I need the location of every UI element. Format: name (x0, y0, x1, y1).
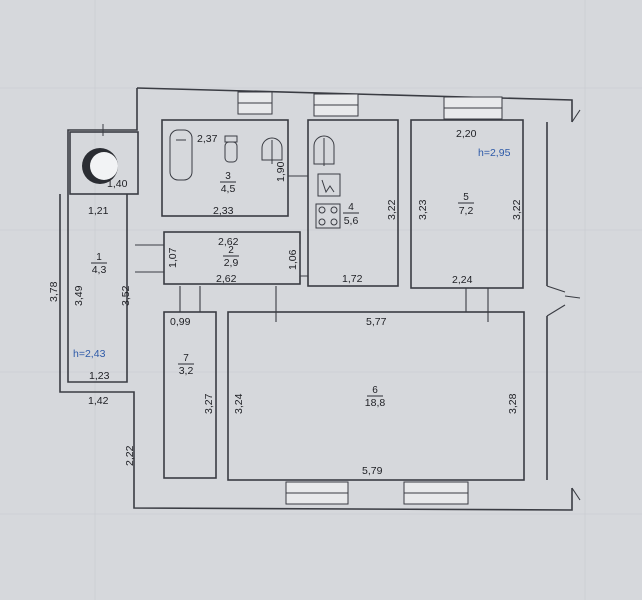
vertical-dimension-labels: 1,90 3,22 3,23 3,22 3,78 3,49 3,52 2,22 … (48, 161, 523, 466)
dimension-label: 1,23 (89, 370, 110, 382)
room-area: 4,3 (92, 264, 107, 276)
room-area: 3,2 (179, 365, 194, 377)
dimension-label: 1,21 (88, 205, 109, 217)
room-number: 4 (348, 202, 354, 213)
windows (237, 91, 503, 505)
room-labels: 3 4,5 4 5,6 5 7,2 1 4,3 2 2,9 7 3,2 6 18… (92, 171, 474, 409)
room-area: 5,6 (344, 215, 359, 227)
room-area: 2,9 (224, 257, 239, 269)
dimension-label: 2,20 (456, 128, 477, 140)
stove-icon (315, 203, 341, 229)
dimension-label: 2,37 (197, 133, 218, 145)
dimension-label: 3,23 (417, 199, 429, 220)
dimension-labels: 2,37 2,33 2,20 1,40 1,21 1,23 1,42 2,62 … (88, 128, 477, 477)
column-icon (69, 124, 139, 195)
dimension-label: 2,62 (216, 273, 237, 285)
room-number: 3 (225, 171, 231, 182)
dimension-label: 3,24 (233, 393, 245, 414)
dimension-label: 1,42 (88, 395, 109, 407)
dimension-label: 3,28 (507, 393, 519, 414)
dimension-label: 0,99 (170, 316, 191, 328)
dimension-label: 3,78 (48, 281, 60, 302)
door-openings (135, 175, 489, 322)
dimension-label: 5,77 (366, 316, 387, 328)
sink-icon (313, 135, 335, 166)
dimension-label: 1,72 (342, 273, 363, 285)
dimension-label: 3,52 (120, 285, 132, 306)
fraction-bars (91, 181, 474, 397)
room-area: 7,2 (459, 205, 474, 217)
dimension-label: 3,22 (511, 199, 523, 220)
dimension-label: 2,62 (218, 236, 239, 248)
bathtub-icon (169, 129, 193, 181)
dimension-label: 1,06 (287, 249, 299, 270)
height-label: h=2,95 (478, 147, 511, 159)
height-label: h=2,43 (73, 348, 106, 360)
dimension-label: 1,90 (275, 161, 287, 182)
room-number: 6 (372, 385, 378, 396)
counter-icon (317, 173, 341, 197)
dimension-label: 3,49 (73, 285, 85, 306)
room-area: 18,8 (365, 397, 386, 409)
room-number: 1 (96, 252, 102, 263)
dimension-label: 2,33 (213, 205, 234, 217)
dimension-label: 3,22 (386, 199, 398, 220)
dimension-label: 2,24 (452, 274, 473, 286)
dimension-label: 5,79 (362, 465, 383, 477)
dimension-label: 1,07 (167, 247, 179, 268)
toilet-icon (224, 135, 238, 163)
dimension-label: 3,27 (203, 393, 215, 414)
room-number: 2 (228, 245, 234, 256)
room-area: 4,5 (221, 183, 236, 195)
room-number: 5 (463, 192, 469, 203)
room-number: 7 (183, 353, 189, 364)
sink-icon (261, 137, 283, 164)
room-walls (161, 119, 525, 481)
dimension-label: 2,22 (124, 445, 136, 466)
dimension-label: 1,40 (107, 178, 128, 190)
outer-walls (59, 87, 581, 511)
